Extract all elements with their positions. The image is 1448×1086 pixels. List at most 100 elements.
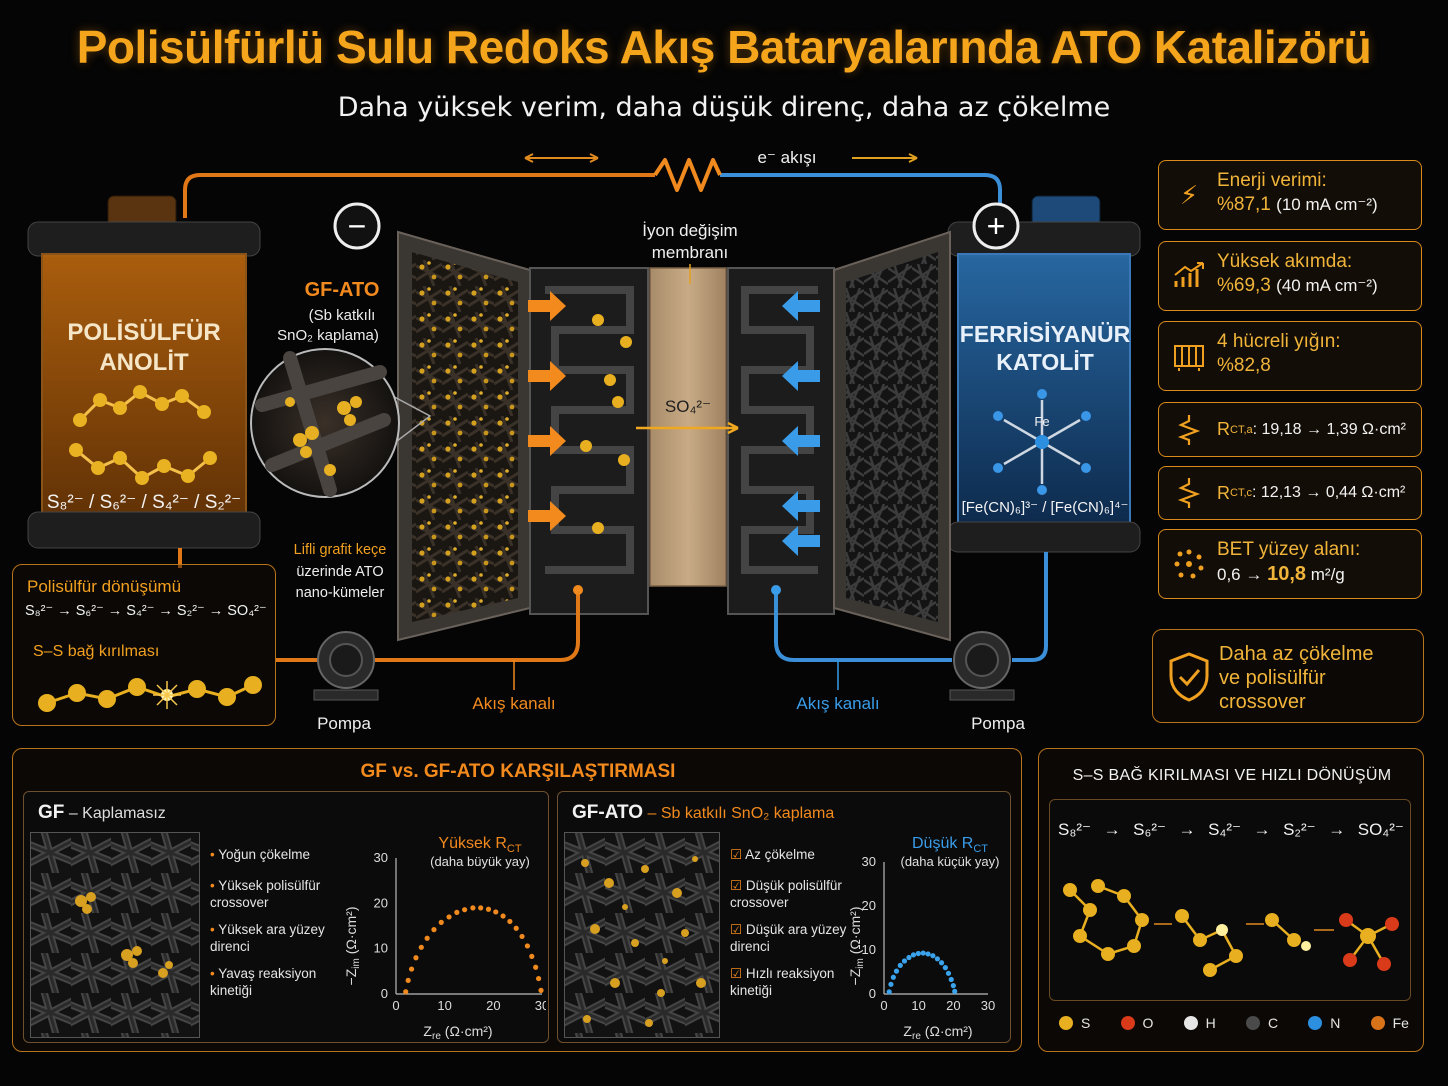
species-label: SO₄²⁻ bbox=[1357, 820, 1404, 839]
data-point bbox=[454, 909, 460, 915]
gfato-subpanel: GF-ATO – Sb katkılı SnO₂ kaplama ☑ Az çö… bbox=[557, 791, 1011, 1043]
rct-symbol: R bbox=[1217, 419, 1230, 439]
gfato-bullets: ☑ Az çökelme ☑ Düşük polisülfür crossove… bbox=[730, 847, 847, 998]
legend-label: O bbox=[1142, 1015, 1154, 1031]
anolyte-subtitle: ANOLİT bbox=[99, 349, 189, 376]
data-point bbox=[925, 951, 931, 957]
minus-icon: − bbox=[348, 208, 367, 244]
gfato-micrograph bbox=[564, 832, 720, 1038]
legend-item: S bbox=[1059, 1015, 1090, 1031]
data-point bbox=[446, 914, 452, 920]
rct-value: : 12,13 → 0,44 Ω·cm² bbox=[1252, 484, 1406, 501]
species-label: S₈²⁻ bbox=[1058, 820, 1092, 839]
stat-value: %69,3 bbox=[1217, 275, 1271, 296]
data-point bbox=[538, 987, 544, 993]
membrane-label-1: İyon değişim bbox=[642, 221, 737, 240]
bet-to: 10,8 bbox=[1267, 563, 1307, 585]
data-point bbox=[906, 954, 912, 961]
plus-icon: + bbox=[987, 208, 1006, 244]
data-point bbox=[945, 970, 952, 976]
gf-bullet: Yoğun çökelme bbox=[218, 847, 311, 862]
x-tick-label: 10 bbox=[437, 998, 451, 1013]
data-point bbox=[948, 976, 954, 983]
dots-icon bbox=[1171, 530, 1207, 598]
bet-unit: m²/g bbox=[1310, 565, 1345, 584]
gf-ato-desc-2: SnO₂ kaplama) bbox=[277, 327, 379, 344]
reaction-arrow: → bbox=[1253, 820, 1271, 839]
bet-from: 0,6 → bbox=[1217, 565, 1263, 584]
data-point bbox=[405, 977, 411, 983]
rct-value: : 19,18 → 1,39 Ω·cm² bbox=[1252, 420, 1406, 438]
zoom-bubble bbox=[250, 348, 432, 498]
catholyte-species: [Fe(CN)₆]³⁻ / [Fe(CN)₆]⁴⁻ bbox=[962, 499, 1129, 516]
right-electrode-frame bbox=[727, 230, 951, 642]
data-point bbox=[418, 944, 424, 950]
stat-high-current: Yüksek akımda:%69,3 (40 mA cm⁻²) bbox=[1158, 241, 1422, 311]
y-tick-label: 30 bbox=[862, 854, 876, 869]
legend-item: C bbox=[1245, 1015, 1279, 1031]
data-point bbox=[888, 981, 894, 987]
conversion-title: Polisülfür dönüşümü bbox=[27, 577, 182, 596]
gf-ato-label: GF-ATO bbox=[305, 279, 380, 301]
nyquist-chart-gfato: Düşük RCT (daha küçük yay) 0010102020303… bbox=[847, 835, 1000, 1042]
y-tick-label: 20 bbox=[862, 898, 876, 913]
legend-item: Fe bbox=[1370, 1015, 1409, 1031]
data-point bbox=[920, 950, 926, 956]
gfato-bullet: Düşük polisülfür crossover bbox=[730, 878, 842, 910]
y-tick-label: 0 bbox=[869, 986, 876, 1001]
atom-swatch bbox=[1308, 1016, 1323, 1030]
pipe-joint-left bbox=[573, 585, 583, 595]
data-point bbox=[930, 953, 936, 959]
legend-label: C bbox=[1267, 1015, 1279, 1031]
y-tick-label: 0 bbox=[381, 986, 388, 1001]
x-tick-label: 0 bbox=[880, 998, 887, 1013]
x-tick-label: 20 bbox=[946, 998, 960, 1013]
data-point bbox=[500, 913, 506, 919]
x-axis-label: Zre (Ω·cm²) bbox=[423, 1023, 492, 1042]
y-tick-label: 10 bbox=[374, 941, 388, 956]
data-point bbox=[513, 925, 519, 931]
legend-item: N bbox=[1308, 1015, 1340, 1031]
pipe-joint-right bbox=[771, 585, 781, 595]
conversion-box: Polisülfür dönüşümü S₈²⁻ → S₆²⁻ → S₄²⁻ →… bbox=[12, 564, 276, 726]
gfato-desc: – Sb katkılı SnO₂ kaplama bbox=[643, 805, 835, 822]
x-tick-label: 30 bbox=[981, 998, 995, 1013]
felt-label-3: nano-kümeler bbox=[296, 585, 385, 601]
shield-line-3: crossover bbox=[1219, 691, 1306, 713]
channel-left-label: Akış kanalı bbox=[472, 694, 555, 713]
resistor-icon bbox=[653, 158, 722, 192]
y-axis-label: −Zim (Ω·cm²) bbox=[847, 907, 866, 986]
gf-bullet: Yavaş reaksiyon kinetiği bbox=[210, 966, 317, 998]
x-tick-label: 30 bbox=[535, 998, 546, 1013]
data-point bbox=[485, 906, 492, 912]
data-point bbox=[535, 975, 542, 982]
stat-title: BET yüzey alanı: bbox=[1217, 539, 1361, 560]
data-point bbox=[897, 962, 903, 968]
gf-bullet: Yüksek ara yüzey direnci bbox=[210, 922, 325, 954]
stat-energy-efficiency: ⚡ Enerji verimi:%87,1 (10 mA cm⁻²) bbox=[1158, 160, 1422, 230]
pump-right-label: Pompa bbox=[971, 714, 1025, 733]
atom-swatch bbox=[1370, 1016, 1385, 1030]
gf-ato-desc-1: (Sb katkılı bbox=[309, 307, 376, 324]
fe-atom-label: Fe bbox=[1034, 414, 1049, 429]
data-point bbox=[470, 905, 476, 911]
stat-note: (40 mA cm⁻²) bbox=[1276, 276, 1378, 295]
data-point bbox=[438, 919, 444, 925]
nyquist-chart-gf: Yüksek RCT (daha büyük yay) 001010202030… bbox=[343, 835, 546, 1042]
negative-terminal bbox=[333, 202, 381, 250]
ss-reaction-box: S₈²⁻→S₆²⁻→S₄²⁻→S₂²⁻→SO₄²⁻ bbox=[1049, 799, 1411, 1001]
blue-flow-arrows bbox=[782, 291, 820, 556]
data-point bbox=[493, 909, 499, 915]
gfato-header: GF-ATO – Sb katkılı SnO₂ kaplama bbox=[572, 802, 834, 824]
ss-bond-panel: S–S BAĞ KIRILMASI VE HIZLI DÖNÜŞÜM S₈²⁻→… bbox=[1038, 748, 1424, 1052]
data-point bbox=[478, 905, 484, 911]
species-label: S₂²⁻ bbox=[1283, 820, 1316, 839]
chart-title: Yüksek RCT bbox=[438, 835, 521, 855]
atom-swatch bbox=[1120, 1016, 1135, 1030]
data-point bbox=[942, 965, 948, 971]
data-point bbox=[424, 935, 430, 941]
conversion-reaction: S₈²⁻ → S₆²⁻ → S₄²⁻ → S₂²⁻ → SO₄²⁻ bbox=[25, 603, 267, 619]
atom-swatch bbox=[1059, 1016, 1073, 1030]
